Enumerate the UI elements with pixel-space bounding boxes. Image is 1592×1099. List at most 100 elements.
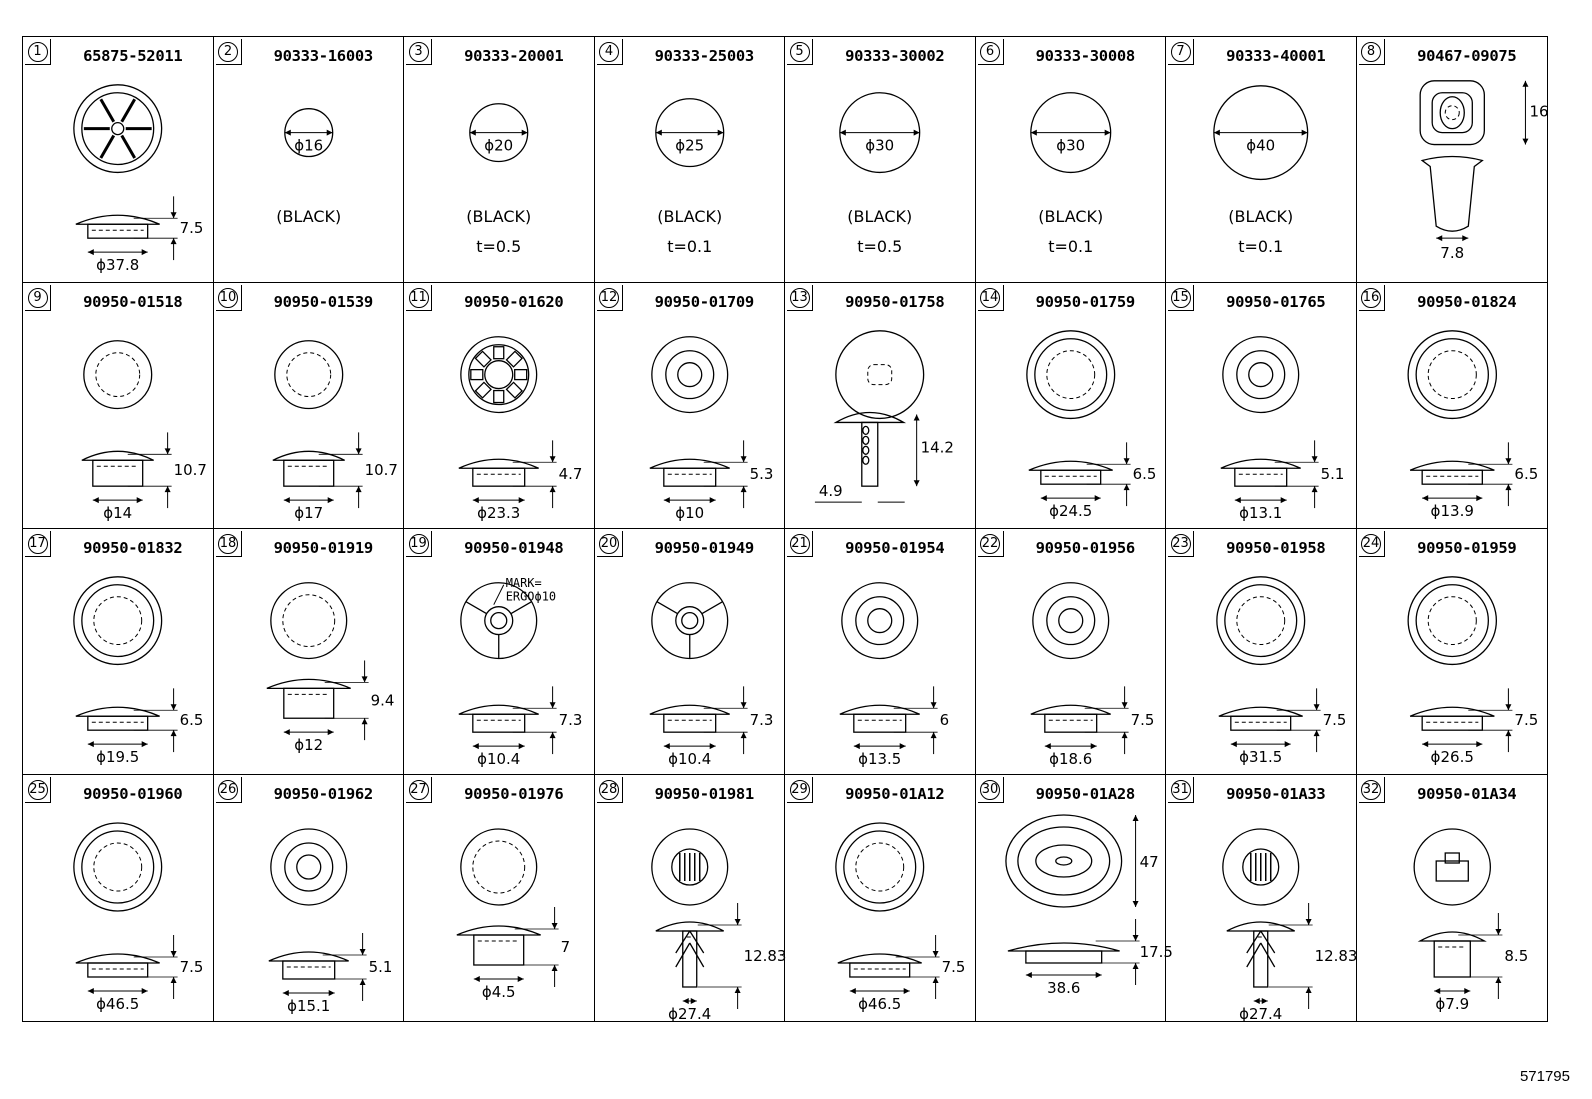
- part-number: 90950-01620: [464, 293, 564, 311]
- part-number: 90950-01958: [1226, 539, 1326, 557]
- top-view: [73, 822, 163, 912]
- part-number: 90333-25003: [654, 47, 755, 65]
- item-number: 21: [789, 533, 810, 554]
- dim-diameter: ϕ14: [103, 504, 132, 522]
- top-view: [835, 330, 925, 420]
- top-view: [841, 582, 919, 660]
- top-view: [650, 828, 728, 906]
- item-number: 3: [408, 41, 429, 62]
- item-number: 28: [599, 779, 619, 800]
- part-number: 90950-01981: [654, 785, 755, 803]
- part-number: 90950-01976: [464, 785, 564, 803]
- item-number: 10: [218, 287, 238, 308]
- top-view: [73, 84, 163, 174]
- top-view: [1216, 576, 1306, 666]
- top-view: [460, 336, 538, 414]
- part-number: 90950-01959: [1417, 539, 1517, 557]
- dim-diameter: ϕ10: [675, 504, 704, 522]
- top-view: [269, 828, 347, 906]
- item-number: 30: [980, 779, 1000, 800]
- dim-width: 38.6: [1047, 979, 1080, 997]
- dim-height: 14.2: [921, 438, 954, 456]
- item-number-box: 32: [1358, 777, 1385, 803]
- item-number: 29: [789, 779, 810, 800]
- side-view: [1417, 931, 1487, 978]
- item-number: 27: [408, 779, 429, 800]
- dim-height: 7.5: [1323, 711, 1347, 729]
- thickness-note: t=0.5: [476, 237, 521, 256]
- top-view: [1222, 336, 1300, 414]
- top-view: [460, 828, 538, 906]
- dim-diameter: ϕ7.9: [1435, 995, 1469, 1013]
- dim-height: 10.7: [174, 461, 207, 479]
- top-view: [650, 582, 728, 660]
- part-number: 90333-30008: [1035, 47, 1136, 65]
- item-number-box: 21: [787, 531, 813, 557]
- dim-height: 7.5: [1130, 711, 1154, 729]
- top-view: [1406, 576, 1497, 666]
- drawing-code: 571795: [1519, 1068, 1570, 1085]
- item-number: 8: [1361, 41, 1381, 62]
- side-view: [1218, 706, 1303, 731]
- part-number: 90950-01A33: [1226, 785, 1326, 803]
- top-view: [650, 336, 728, 414]
- item-number-box: 6: [977, 39, 1004, 65]
- part-number: 90950-01824: [1417, 293, 1517, 311]
- dim-diameter: ϕ13.5: [858, 750, 901, 768]
- item-number: 23: [1170, 533, 1191, 554]
- dim-diameter: ϕ17: [294, 504, 323, 522]
- part-number: 90950-01518: [83, 293, 183, 311]
- side-view: [1028, 460, 1113, 485]
- item-number: 9: [27, 287, 48, 308]
- side-view: [268, 951, 349, 980]
- dim-height: 5.3: [749, 465, 773, 483]
- dim-diameter: ϕ10.4: [477, 750, 520, 768]
- dim-height: 12.83: [1315, 947, 1358, 965]
- item-number: 12: [599, 287, 619, 308]
- part-drawing: 167.8: [1419, 80, 1548, 262]
- item-number-box: 4: [596, 39, 623, 65]
- part-drawing: ϕ16(BLACK): [276, 108, 341, 226]
- item-number-box: 20: [596, 531, 623, 557]
- thickness-note: t=0.1: [1238, 237, 1283, 256]
- dim-height: 7.5: [942, 958, 966, 976]
- side-view: [839, 704, 920, 733]
- item-number: 22: [980, 533, 1000, 554]
- item-number: 6: [980, 41, 1000, 62]
- dim-diameter: ϕ10.4: [668, 750, 711, 768]
- part-number: 90333-40001: [1226, 47, 1326, 65]
- color-note: (BLACK): [847, 207, 912, 226]
- top-view: [1412, 828, 1491, 906]
- item-number-box: 30: [977, 777, 1004, 803]
- side-view: [272, 450, 345, 487]
- part-drawing: 10.7 ϕ14: [81, 340, 207, 522]
- part-number: 90950-01962: [273, 785, 374, 803]
- side-view: [655, 921, 724, 988]
- item-number-box: 12: [596, 285, 623, 311]
- item-number-box: 11: [406, 285, 432, 311]
- top-view: [1222, 828, 1300, 906]
